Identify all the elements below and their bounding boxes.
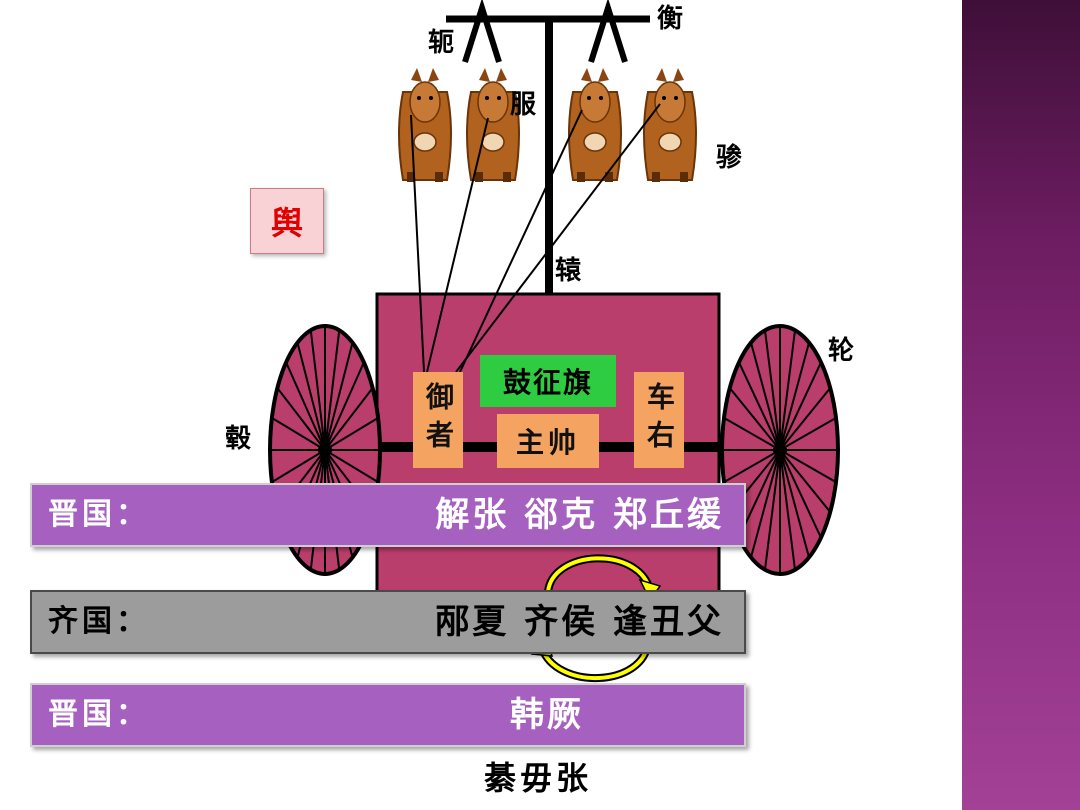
horses — [398, 68, 697, 182]
row-qi: 齐国： 邴夏 齐侯 逢丑父 — [30, 590, 746, 654]
row-names: 解张 郤克 郑丘缓 — [435, 495, 724, 535]
label-lun: 轮 — [828, 336, 855, 366]
e-yoke-left — [462, 0, 502, 63]
label-fu: 服 — [510, 90, 537, 120]
wheel-hub — [773, 443, 787, 457]
reins — [410, 103, 661, 373]
label-gu: 毂 — [225, 424, 252, 454]
wheel-hub — [318, 443, 332, 457]
label-can: 骖 — [716, 143, 743, 173]
horse-icon — [643, 68, 697, 182]
row-state: 晋国： — [48, 697, 150, 732]
commander-box: 主帅 — [497, 414, 599, 468]
row-jin-1: 晋国： 解张 郤克 郑丘缓 — [30, 483, 746, 547]
horse-icon — [466, 68, 520, 182]
label-yuan: 辕 — [555, 256, 582, 286]
e-yoke-right — [588, 0, 628, 63]
driver-box: 御者 — [413, 372, 463, 468]
footer-name: 綦毋张 — [484, 759, 593, 797]
row-names: 韩厥 — [510, 695, 584, 735]
rotation-arrows — [530, 554, 662, 682]
label-e: 轭 — [428, 28, 455, 58]
label-yu: 舆 — [250, 188, 324, 254]
row-jin-2: 晋国： 韩厥 — [30, 683, 746, 747]
label-heng: 衡 — [657, 4, 684, 34]
row-state: 晋国： — [48, 497, 150, 532]
drum-box: 鼓征旗 — [480, 355, 616, 407]
horse-icon — [398, 68, 452, 182]
decorative-sidebar — [962, 0, 1080, 810]
wheel-right — [720, 324, 840, 576]
horse-icon — [568, 68, 622, 182]
row-names: 邴夏 齐侯 逢丑父 — [435, 602, 724, 642]
row-state: 齐国： — [48, 604, 150, 639]
guard-box: 车右 — [634, 372, 684, 468]
